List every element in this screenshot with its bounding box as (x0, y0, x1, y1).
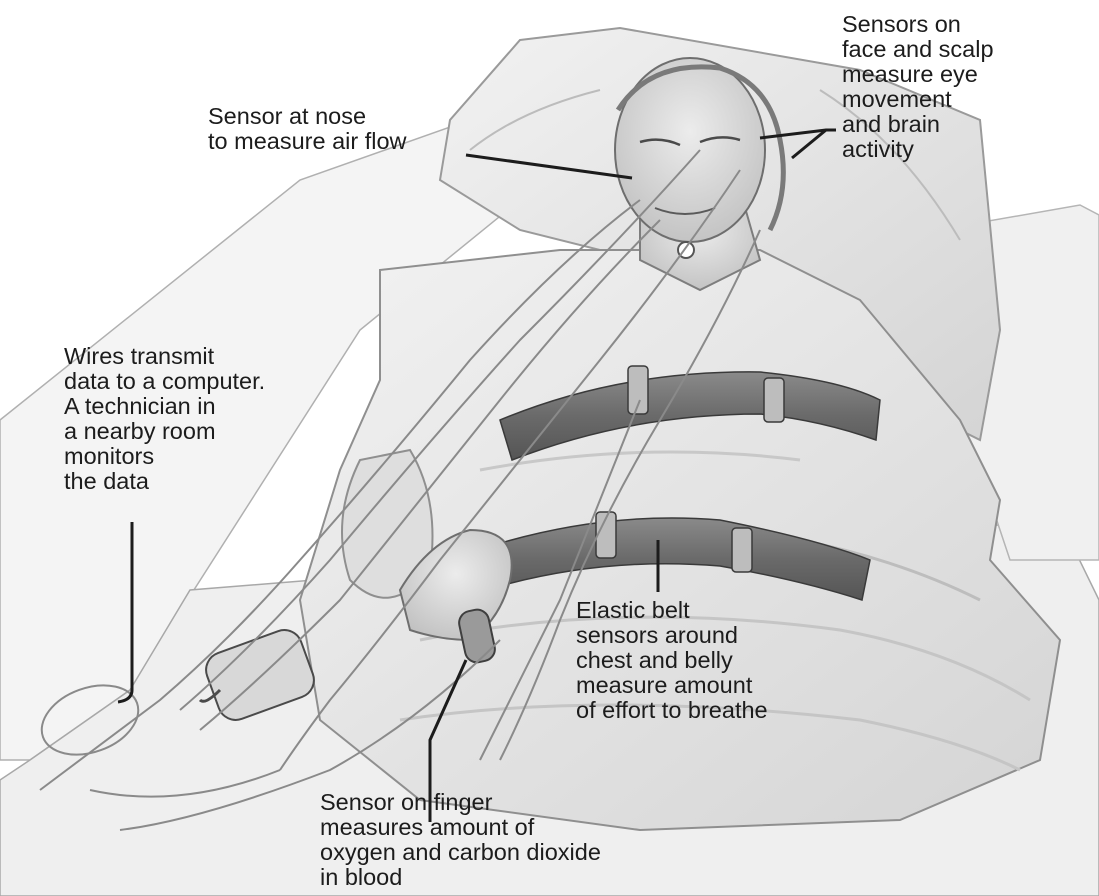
label-line: to measure air flow (208, 129, 407, 154)
label-line: Wires transmit (64, 344, 265, 369)
label-line: Sensor at nose (208, 104, 407, 129)
label-line: of effort to breathe (576, 698, 768, 723)
label-line: measures amount of (320, 815, 601, 840)
label-line: the data (64, 469, 265, 494)
label-line: a nearby room (64, 419, 265, 444)
label-line: monitors (64, 444, 265, 469)
label-line: in blood (320, 865, 601, 890)
label-finger-sensor: Sensor on finger measures amount of oxyg… (320, 790, 601, 890)
label-line: chest and belly (576, 648, 768, 673)
label-wires: Wires transmit data to a computer. A tec… (64, 344, 265, 494)
label-line: Elastic belt (576, 598, 768, 623)
label-line: and brain (842, 112, 994, 137)
label-line: oxygen and carbon dioxide (320, 840, 601, 865)
label-elastic-belt: Elastic belt sensors around chest and be… (576, 598, 768, 723)
label-nose-sensor: Sensor at nose to measure air flow (208, 104, 407, 154)
label-line: data to a computer. (64, 369, 265, 394)
label-line: Sensor on finger (320, 790, 601, 815)
label-line: sensors around (576, 623, 768, 648)
label-face-scalp-sensors: Sensors on face and scalp measure eye mo… (842, 12, 994, 162)
label-line: movement (842, 87, 994, 112)
label-line: face and scalp (842, 37, 994, 62)
head (615, 58, 783, 290)
label-line: A technician in (64, 394, 265, 419)
label-line: Sensors on (842, 12, 994, 37)
label-line: activity (842, 137, 994, 162)
label-line: measure eye (842, 62, 994, 87)
label-line: measure amount (576, 673, 768, 698)
